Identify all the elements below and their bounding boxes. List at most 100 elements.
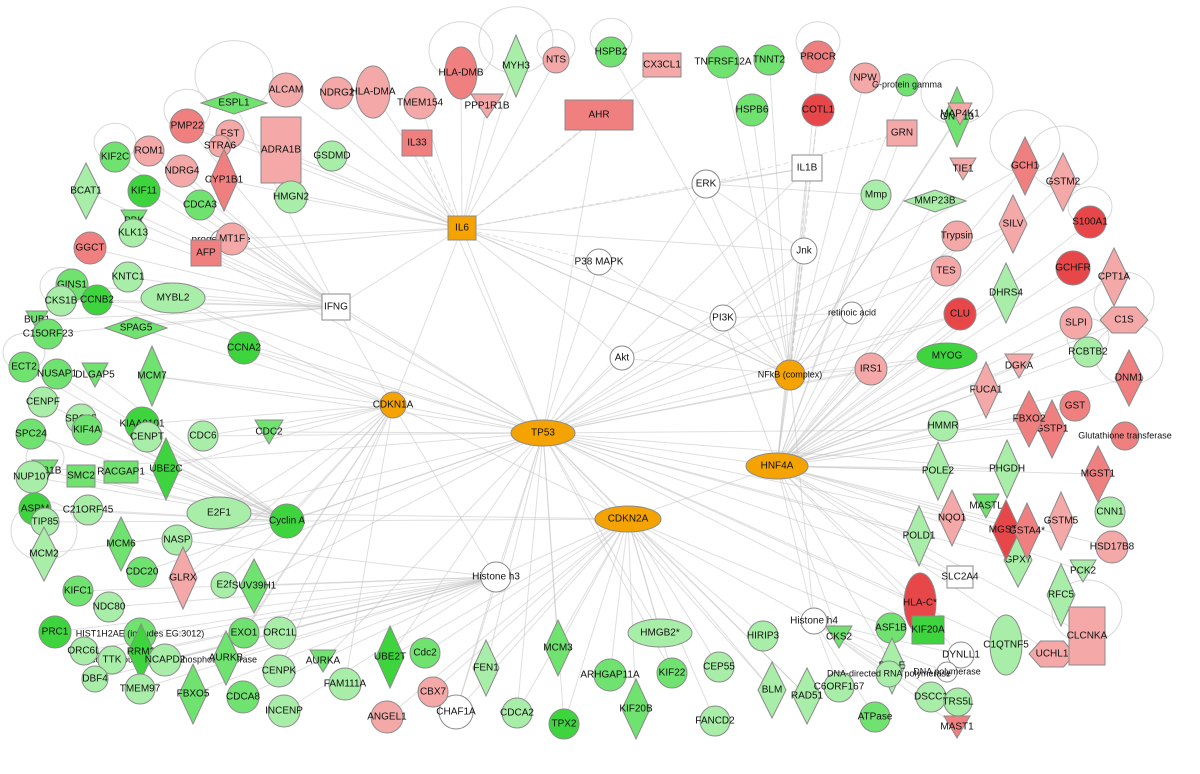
node-slpi[interactable]: SLPI	[1059, 306, 1093, 340]
node-hmgb2[interactable]: HMGB2*	[627, 618, 693, 648]
node-cyp1b1[interactable]: CYP1B1	[205, 147, 244, 213]
node-trypsin[interactable]: Trypsin	[941, 220, 973, 252]
node-hladmb[interactable]: HLA-DMB	[438, 46, 484, 100]
node-uchl1[interactable]: UCHL1	[1028, 640, 1076, 668]
node-fuca1[interactable]: FUCA1	[970, 360, 1003, 420]
node-rom1[interactable]: ROM1	[133, 135, 165, 167]
node-gchfr[interactable]: GCHFR	[1055, 250, 1091, 286]
node-clcnka[interactable]: CLCNKA	[1067, 606, 1108, 666]
node-hladma[interactable]: HLA-DMA	[350, 65, 396, 119]
node-tmem154[interactable]: TMEM154	[397, 86, 444, 120]
node-cenpk[interactable]: CENPK	[262, 654, 297, 688]
node-tpx2[interactable]: TPX2	[548, 708, 580, 740]
node-ra[interactable]: retinoic acid	[828, 301, 876, 325]
node-fbxo2[interactable]: FBXO2	[1013, 389, 1046, 449]
node-mcm2[interactable]: MCM2	[29, 525, 59, 583]
node-hmgn2[interactable]: HMGN2	[273, 180, 310, 214]
node-ndc80[interactable]: NDC80	[93, 591, 126, 623]
node-procr[interactable]: PROCR	[800, 40, 836, 74]
node-il6[interactable]: IL6	[447, 215, 477, 241]
node-cbx7[interactable]: CBX7	[417, 676, 449, 708]
node-atpase[interactable]: ATPase	[858, 701, 893, 733]
node-kif20b[interactable]: KIF20B	[619, 677, 653, 741]
node-clu[interactable]: CLU	[943, 297, 977, 331]
node-kif20a[interactable]: KIF20A	[911, 615, 945, 645]
node-kif4a[interactable]: KIF4A	[71, 414, 103, 446]
node-gsdmd[interactable]: GSDMD	[313, 140, 351, 172]
node-c15orf23[interactable]: C15ORF23	[23, 318, 74, 350]
node-tnfrsf12a[interactable]: TNFRSF12A	[694, 45, 752, 79]
node-dlgap5[interactable]: DLGAP5	[75, 362, 115, 389]
node-ube2c[interactable]: UBE2C	[149, 436, 183, 502]
node-ggct[interactable]: GGCT	[73, 231, 107, 265]
node-kifc1[interactable]: KIFC1	[62, 575, 94, 607]
node-slc2a4[interactable]: SLC2A4	[941, 565, 979, 589]
node-fancd2[interactable]: FANCD2	[695, 705, 735, 737]
node-ndrg4[interactable]: NDRG4	[164, 154, 200, 188]
node-pi3k[interactable]: PI3K	[709, 304, 737, 332]
node-dnm1[interactable]: DNM1	[1114, 348, 1144, 408]
node-cdca8[interactable]: CDCA8	[226, 680, 260, 714]
node-afp[interactable]: AFP	[190, 239, 222, 267]
node-asf1b[interactable]: ASF1B	[875, 612, 907, 644]
node-hirip3[interactable]: HIRIP3	[747, 620, 780, 652]
node-bcat1[interactable]: BCAT1	[70, 161, 102, 221]
node-c1qtnf5[interactable]: C1QTNF5	[983, 614, 1029, 676]
node-ect2[interactable]: ECT2	[8, 351, 40, 383]
node-map4k1[interactable]: MAP4K1	[940, 102, 980, 127]
node-nfkb[interactable]: NFkB (complex)	[758, 359, 823, 391]
node-mcm3[interactable]: MCM3	[543, 618, 573, 678]
node-cnn1[interactable]: CNN1	[1094, 496, 1126, 528]
node-tes[interactable]: TES	[930, 255, 962, 287]
node-pold1[interactable]: POLD1	[903, 504, 936, 568]
node-irs1[interactable]: IRS1	[854, 352, 888, 386]
node-mcm7[interactable]: MCM7	[137, 344, 167, 408]
node-hspb2[interactable]: HSPB2	[595, 36, 628, 68]
node-cyca[interactable]: Cyclin A	[269, 503, 305, 539]
node-gst[interactable]: GST	[1059, 390, 1091, 422]
node-klk13[interactable]: KLK13	[118, 218, 148, 248]
node-mt1f[interactable]: MT1F	[215, 222, 249, 256]
node-s100a1[interactable]: S100A1	[1072, 205, 1108, 239]
node-tp53[interactable]: TP53	[510, 419, 576, 447]
node-akt[interactable]: Akt	[609, 345, 635, 371]
node-rfc5[interactable]: RFC5	[1046, 562, 1076, 628]
node-e2f1[interactable]: E2F1	[186, 496, 252, 530]
node-cdc20[interactable]: CDC20	[126, 556, 159, 588]
node-aurkb[interactable]: AURKB	[209, 629, 244, 687]
node-c1s[interactable]: C1S	[1099, 306, 1149, 334]
node-silv[interactable]: SILV	[998, 193, 1028, 255]
node-mgst2[interactable]: MGST2	[989, 498, 1024, 562]
node-erk[interactable]: ERK	[691, 169, 721, 199]
node-phgdh[interactable]: PHGDH	[989, 438, 1025, 500]
node-trs[interactable]: TRS5L	[942, 687, 974, 717]
node-kif11[interactable]: KIF11	[127, 174, 161, 208]
node-hmmr[interactable]: HMMR	[927, 410, 959, 442]
node-kif22[interactable]: KIF22	[656, 657, 688, 689]
node-aurka[interactable]: AURKA	[306, 649, 341, 673]
node-ccnb2[interactable]: CCNB2	[80, 284, 114, 316]
node-cdca2[interactable]: CDCA2	[500, 697, 534, 729]
node-alcam[interactable]: ALCAM	[268, 72, 304, 108]
node-fbxo5[interactable]: FBXO5	[177, 662, 210, 726]
node-il33[interactable]: IL33	[401, 129, 433, 157]
node-mgst1[interactable]: MGST1	[1081, 444, 1116, 504]
node-cdc2[interactable]: CDC2	[254, 419, 284, 445]
node-prc1[interactable]: PRC1	[38, 615, 72, 649]
node-blm[interactable]: BLM	[757, 660, 787, 720]
node-fen1[interactable]: FEN1	[472, 638, 500, 698]
node-tmem97[interactable]: TMEM97	[120, 673, 161, 705]
node-dnapol[interactable]: DNA polymerase	[913, 661, 981, 683]
node-mmp23b[interactable]: MMP23B	[902, 189, 968, 213]
node-ifng[interactable]: IFNG	[321, 293, 351, 321]
node-glutr[interactable]: Glutathione transferase	[1078, 421, 1172, 451]
node-ppp1r1b[interactable]: PPP1R1B	[464, 93, 510, 119]
node-tie1[interactable]: TIE1	[949, 157, 977, 181]
node-cks1b[interactable]: CKS1B	[45, 285, 78, 317]
node-rad51[interactable]: RAD51	[791, 666, 824, 726]
node-arhgap11a[interactable]: ARHGAP11A	[580, 658, 640, 692]
node-cpt1a[interactable]: CPT1A	[1098, 246, 1131, 308]
node-orc6l[interactable]: ORC6L	[67, 636, 101, 666]
node-e2f[interactable]: E2f	[210, 571, 238, 599]
node-cotl1[interactable]: COTL1	[801, 93, 835, 127]
